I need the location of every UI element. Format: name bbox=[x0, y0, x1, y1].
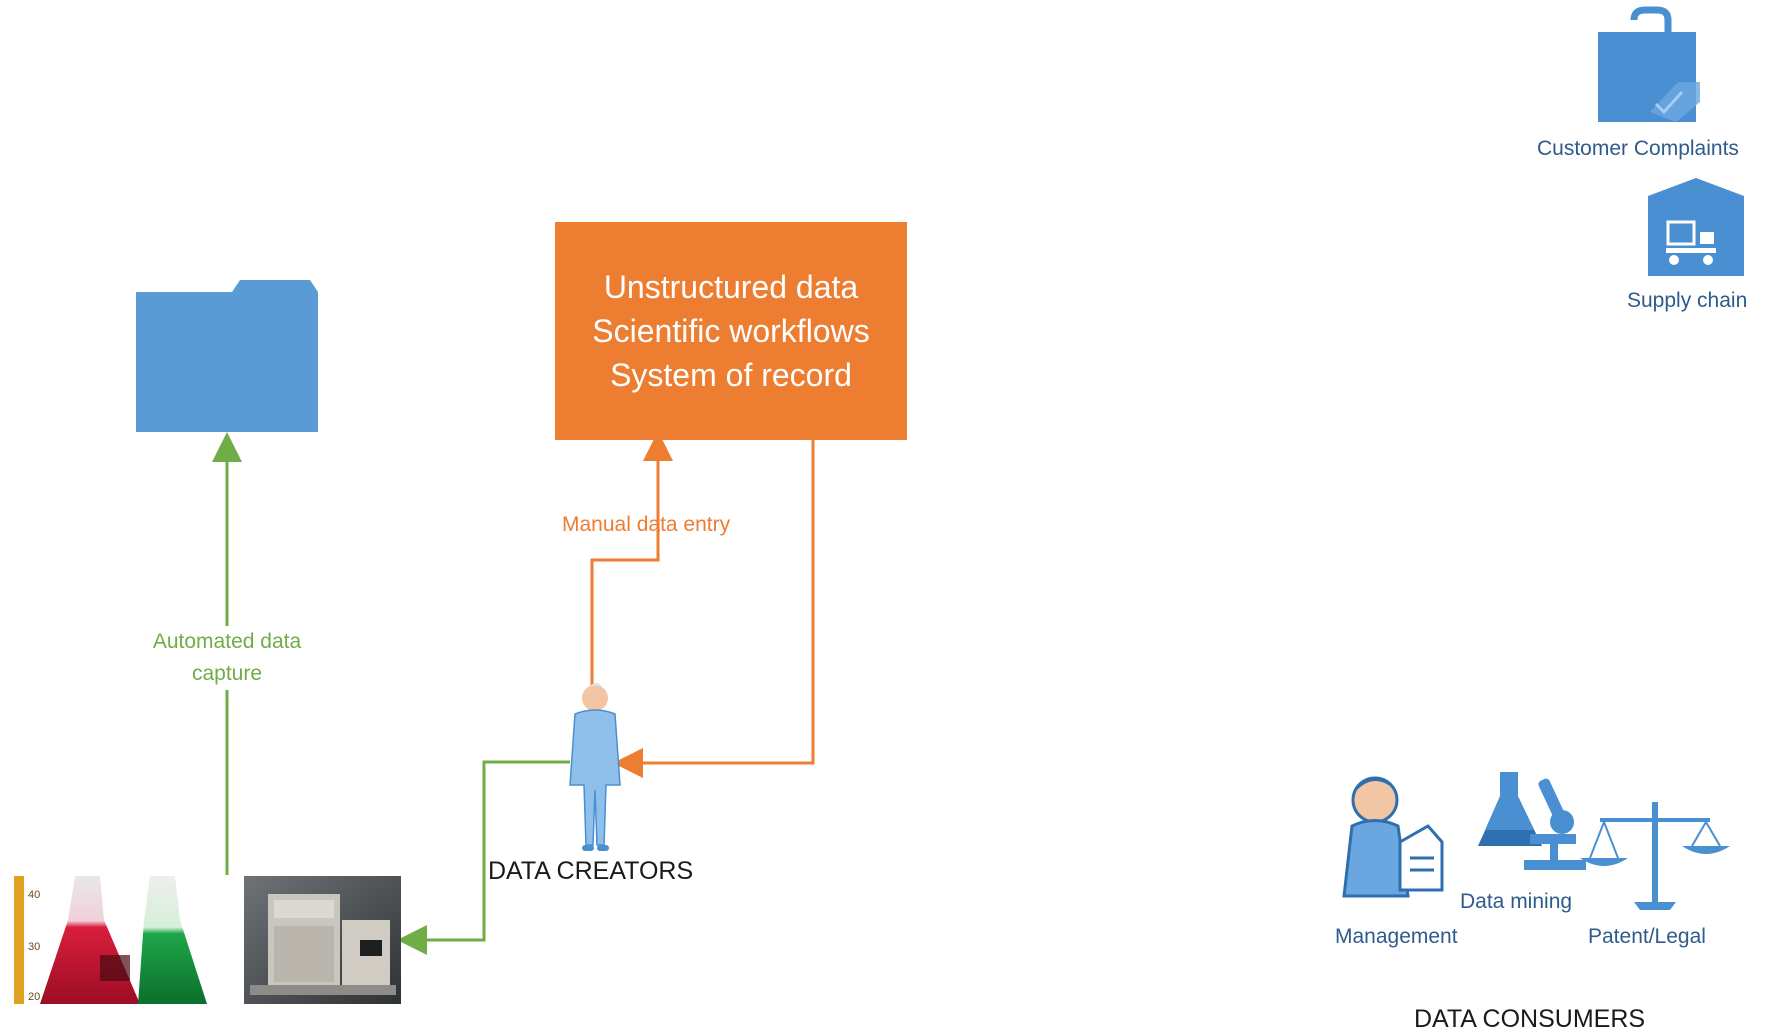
svg-text:30: 30 bbox=[28, 941, 40, 953]
system-of-record-box bbox=[555, 222, 907, 440]
svg-text:40: 40 bbox=[28, 889, 40, 901]
box-line-workflows: Scientific workflows bbox=[592, 313, 870, 349]
data-mining-label: Data mining bbox=[1460, 890, 1573, 913]
shopping-bag-icon bbox=[1598, 6, 1700, 122]
manual-entry-label: Manual data entry bbox=[562, 513, 731, 536]
scientist-icon bbox=[569, 683, 621, 851]
system-of-record-label: Unstructured data Scientific workflows S… bbox=[555, 222, 907, 440]
patent-legal-label: Patent/Legal bbox=[1588, 925, 1706, 948]
svg-text:20: 20 bbox=[28, 991, 40, 1003]
automated-capture-line-1: Automated data bbox=[152, 630, 302, 653]
box-line-unstructured: Unstructured data bbox=[603, 269, 859, 305]
flask-microscope-icon bbox=[1478, 772, 1586, 870]
flasks-photo: 40 30 20 bbox=[14, 876, 207, 1004]
customer-complaints-label: Customer Complaints bbox=[1537, 137, 1739, 160]
data-creators-label: DATA CREATORS bbox=[488, 857, 694, 885]
management-label: Management bbox=[1335, 925, 1458, 948]
lab-instrument-photo bbox=[244, 876, 401, 1004]
manager-icon bbox=[1342, 776, 1444, 898]
creator-to-instrument-arrow bbox=[397, 760, 570, 955]
manual-entry-arrow bbox=[590, 431, 673, 690]
data-consumers-label: DATA CONSUMERS bbox=[1414, 1005, 1646, 1033]
box-line-record: System of record bbox=[610, 357, 852, 393]
system-to-creator-arrow bbox=[613, 440, 815, 778]
supply-chain-label: Supply chain bbox=[1627, 289, 1748, 312]
folder-icon bbox=[136, 280, 318, 432]
warehouse-truck-icon bbox=[1648, 178, 1744, 276]
automated-capture-label: Automated data capture bbox=[127, 626, 327, 690]
scales-icon bbox=[1580, 802, 1730, 910]
automated-capture-line-2: capture bbox=[191, 662, 263, 685]
